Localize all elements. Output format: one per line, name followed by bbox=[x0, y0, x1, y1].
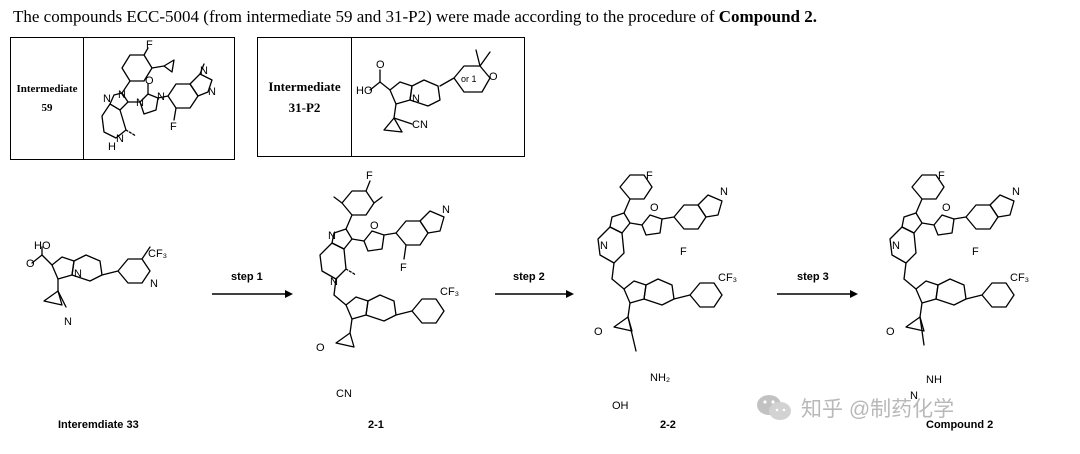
atom-N: N bbox=[1012, 186, 1020, 198]
label-line1: Intermediate bbox=[268, 79, 341, 94]
atom-O: O bbox=[594, 326, 603, 338]
atom-F: F bbox=[972, 246, 979, 258]
atom-F: F bbox=[366, 170, 373, 182]
intermediate-59-structure-svg: F N N O N N N N F H N bbox=[101, 39, 216, 153]
atom-N: N bbox=[118, 89, 126, 101]
atom-N: N bbox=[330, 276, 338, 288]
atom-OH: OH bbox=[612, 400, 629, 412]
label-2-2: 2-2 bbox=[660, 419, 676, 431]
atom-CF3: CF₃ bbox=[440, 286, 459, 298]
atom-CF3: CF₃ bbox=[718, 272, 737, 284]
atom-O: O bbox=[316, 342, 325, 354]
atom-N: N bbox=[103, 93, 111, 105]
atom-F: F bbox=[170, 121, 177, 133]
intermediate-33-structure bbox=[31, 246, 151, 308]
atom-CN: CN bbox=[412, 119, 428, 131]
atom-H: H bbox=[108, 141, 116, 153]
compound-2-1-structure bbox=[319, 180, 445, 348]
watermark-text: 知乎 @制药化学 bbox=[801, 398, 955, 421]
step-1-label: step 1 bbox=[231, 271, 263, 283]
step-2-label: step 2 bbox=[513, 271, 545, 283]
arrow-head bbox=[566, 290, 574, 298]
atom-N: N bbox=[157, 91, 165, 103]
intermediate-31-p2-structure-svg: O HO N CN O or 1 bbox=[356, 49, 498, 133]
intermediate-59-label: Intermediate 59 bbox=[11, 38, 84, 159]
label-line2: 59 bbox=[41, 101, 53, 114]
wechat-icon bbox=[757, 395, 791, 420]
compound-2-structure bbox=[889, 174, 1015, 346]
atom-CF3: CF₃ bbox=[148, 248, 167, 260]
atom-F: F bbox=[400, 262, 407, 274]
intro-sentence: The compounds ECC-5004 (from intermediat… bbox=[13, 4, 817, 30]
atom-NH2: NH₂ bbox=[650, 372, 670, 384]
reaction-scheme: HO O N N CF₃ N F N O N F N O CN CF₃ bbox=[26, 170, 1029, 412]
arrow-head bbox=[850, 290, 858, 298]
label-line2: 31-P2 bbox=[288, 100, 321, 115]
atom-N: N bbox=[910, 390, 918, 402]
step-3-label: step 3 bbox=[797, 271, 829, 283]
atom-O: O bbox=[370, 220, 379, 232]
intro-bold: Compound 2. bbox=[718, 7, 818, 26]
atom-N: N bbox=[116, 133, 124, 145]
atom-N: N bbox=[442, 204, 450, 216]
atom-O: O bbox=[489, 71, 498, 83]
atom-N: N bbox=[64, 316, 72, 328]
intermediate-31-p2-table: Intermediate 31-P2 O bbox=[257, 37, 525, 157]
atom-NH: NH bbox=[926, 374, 942, 386]
label-intermediate-33: Interemdiate 33 bbox=[58, 419, 139, 431]
label-compound-2: Compound 2 bbox=[926, 419, 994, 431]
intermediate-31-p2-structure: O HO N CN O or 1 bbox=[352, 38, 524, 156]
atom-CN: CN bbox=[336, 388, 352, 400]
atom-O: O bbox=[650, 202, 659, 214]
stereo-or1: or 1 bbox=[461, 74, 477, 84]
atom-N: N bbox=[74, 268, 82, 280]
atom-N: N bbox=[412, 93, 420, 105]
atom-N: N bbox=[600, 240, 608, 252]
atom-HO: HO bbox=[34, 240, 51, 252]
atom-F: F bbox=[646, 170, 653, 182]
atom-F: F bbox=[146, 39, 153, 51]
watermark: 知乎 @制药化学 bbox=[755, 392, 954, 424]
label-line1: Intermediate bbox=[16, 82, 78, 95]
atom-N: N bbox=[136, 97, 144, 109]
atom-O: O bbox=[942, 202, 951, 214]
intermediate-59-table: Intermediate 59 bbox=[10, 37, 235, 160]
atom-N: N bbox=[200, 65, 208, 77]
atom-O: O bbox=[26, 258, 35, 270]
label-2-1: 2-1 bbox=[368, 419, 384, 431]
atom-CF3: CF₃ bbox=[1010, 272, 1029, 284]
intro-text: The compounds ECC-5004 (from intermediat… bbox=[13, 7, 719, 26]
atom-F: F bbox=[680, 246, 687, 258]
atom-F: F bbox=[938, 170, 945, 182]
atom-O: O bbox=[376, 59, 385, 71]
atom-N: N bbox=[720, 186, 728, 198]
atom-N: N bbox=[150, 278, 158, 290]
atom-O: O bbox=[145, 75, 154, 87]
atom-N: N bbox=[328, 230, 336, 242]
atom-N: N bbox=[208, 86, 216, 98]
compound-2-2-structure bbox=[597, 174, 723, 352]
intermediate-59-structure: F N N O N N N N F H N bbox=[84, 38, 234, 159]
arrow-head bbox=[285, 290, 293, 298]
atom-O: O bbox=[886, 326, 895, 338]
atom-HO: HO bbox=[356, 85, 373, 97]
atom-N: N bbox=[892, 240, 900, 252]
intermediate-31-p2-label: Intermediate 31-P2 bbox=[258, 38, 352, 156]
